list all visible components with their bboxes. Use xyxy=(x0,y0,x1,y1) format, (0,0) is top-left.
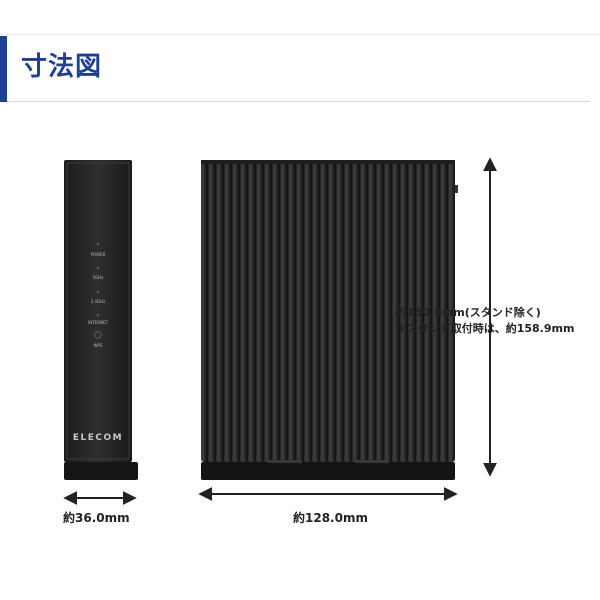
router-side-body xyxy=(201,160,455,462)
router-front-body xyxy=(64,160,132,462)
brand-logo: ELECOM xyxy=(72,433,124,443)
router-front-bezel xyxy=(66,162,130,460)
internet-led xyxy=(96,313,100,317)
stand-foot-right xyxy=(355,460,389,463)
indicator-label-5ghz: 5GHz xyxy=(92,275,104,280)
page-title: 寸法図 xyxy=(21,52,103,82)
2ghz-led xyxy=(96,290,100,294)
power-led xyxy=(96,242,100,246)
indicator-label-2ghz: 2.4GHz xyxy=(90,299,106,304)
router-front-stand xyxy=(64,462,138,480)
header-divider xyxy=(7,101,590,102)
wps-button xyxy=(94,331,102,339)
height-note: ※スタンド取付時は、約158.9mm xyxy=(396,322,575,335)
router-side-top-edge xyxy=(201,160,455,164)
width-label: 約128.0mm xyxy=(293,511,368,525)
indicator-label-power: POWER xyxy=(90,252,106,257)
router-side-stand xyxy=(201,462,455,480)
indicator-label-wps: WPS xyxy=(93,343,103,348)
stand-foot-left xyxy=(268,460,302,463)
top-divider xyxy=(0,34,600,35)
router-side-view xyxy=(201,160,458,480)
router-side-button xyxy=(455,185,458,193)
section-header: 寸法図 xyxy=(0,36,600,102)
height-label: 約150.0mm(スタンド除く) xyxy=(396,306,541,319)
depth-label: 約36.0mm xyxy=(63,511,130,525)
5ghz-led xyxy=(96,266,100,270)
router-front-view xyxy=(64,160,138,480)
header-accent-bar xyxy=(0,36,7,102)
indicator-label-internet: INTERNET xyxy=(88,320,108,325)
